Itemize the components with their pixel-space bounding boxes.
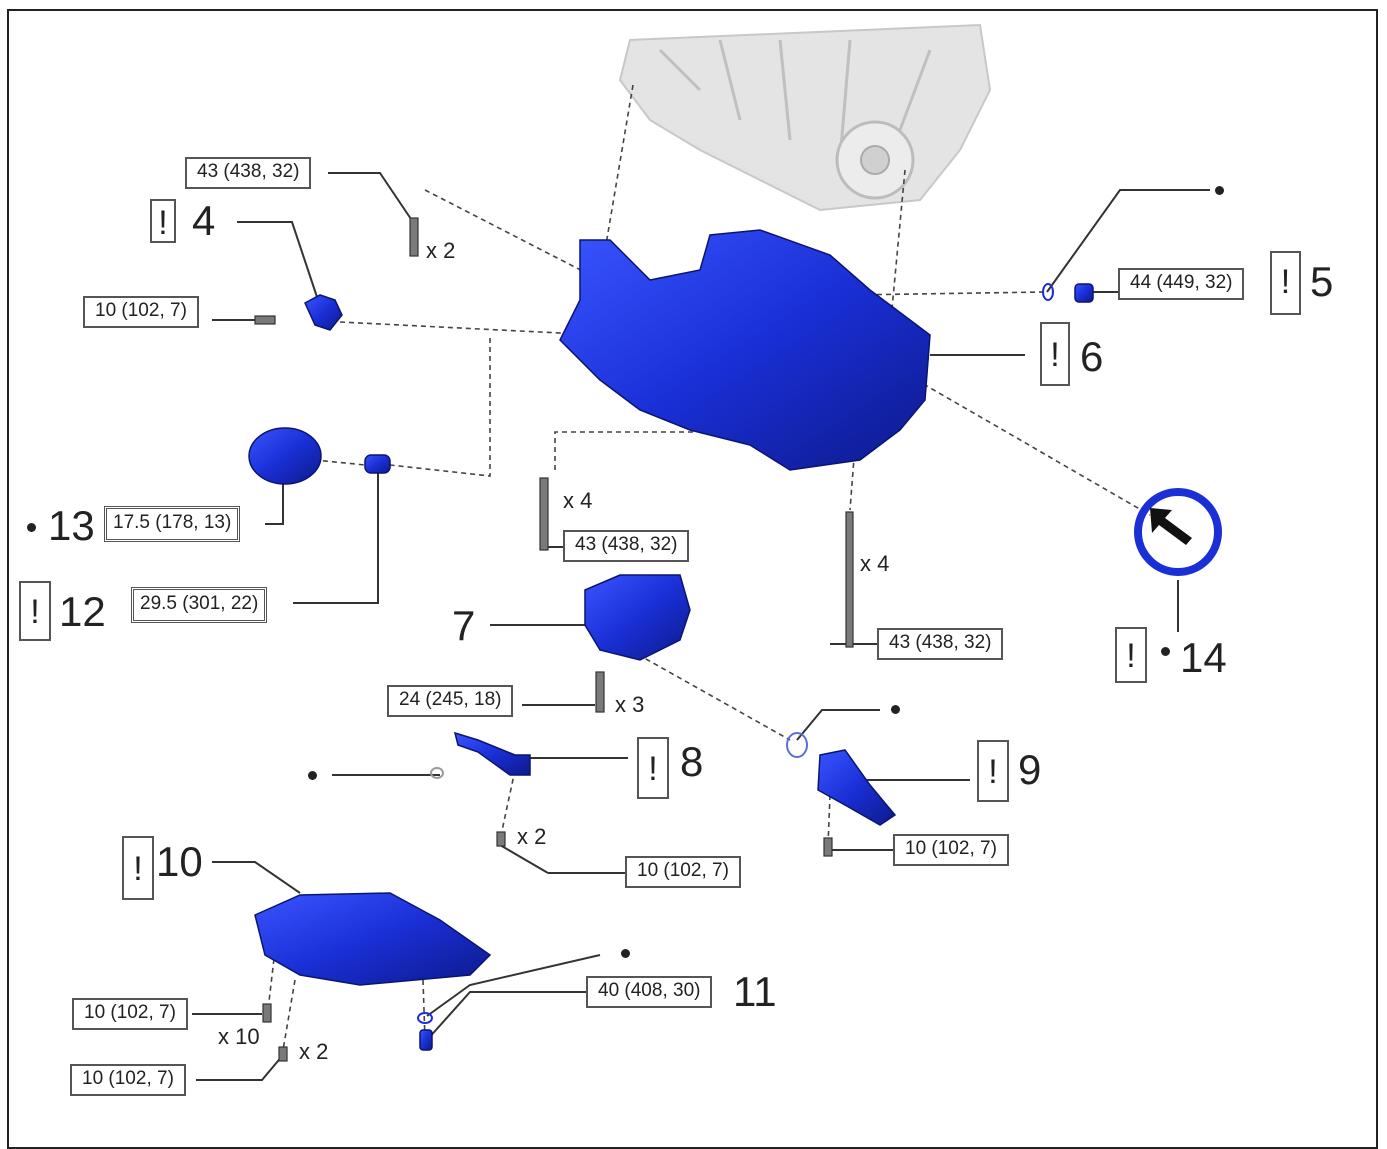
part-number-9: 9 bbox=[1018, 746, 1042, 793]
oil-seal-icon bbox=[1134, 488, 1222, 576]
bullet-dot-icon bbox=[308, 771, 317, 780]
torque-label: 10 (102, 7) bbox=[893, 834, 1009, 866]
torque-label: 10 (102, 7) bbox=[72, 998, 188, 1030]
attention-icon: ! bbox=[1270, 251, 1301, 315]
o-ring-icon bbox=[786, 732, 808, 758]
oil-pump-icon bbox=[584, 574, 691, 661]
bolt-icon bbox=[823, 837, 833, 857]
bolt-icon bbox=[278, 1046, 288, 1062]
direction-arrow-icon bbox=[1150, 508, 1192, 545]
bullet-dot-icon bbox=[621, 949, 630, 958]
torque-label: 24 (245, 18) bbox=[387, 685, 514, 717]
attention-icon: ! bbox=[19, 581, 51, 641]
torque-label: 44 (449, 32) bbox=[1118, 268, 1245, 300]
quantity-marker: x 10 bbox=[218, 1024, 260, 1049]
torque-label: 43 (438, 32) bbox=[877, 628, 1004, 660]
o-ring-icon bbox=[1042, 283, 1054, 301]
attention-icon: ! bbox=[637, 737, 669, 799]
crankcase-housing-icon bbox=[559, 229, 931, 471]
bullet-dot-icon bbox=[27, 523, 36, 532]
engine-block-illustration bbox=[618, 23, 992, 212]
part-number-5: 5 bbox=[1310, 258, 1334, 305]
callout-lines bbox=[192, 172, 1210, 1081]
bolt-icon bbox=[539, 477, 549, 551]
plug-icon bbox=[1074, 283, 1094, 303]
bolt-icon bbox=[595, 671, 605, 713]
strainer-icon bbox=[817, 749, 897, 826]
torque-label: 43 (438, 32) bbox=[185, 157, 312, 189]
part-number-10: 10 bbox=[156, 838, 203, 885]
quantity-marker: x 3 bbox=[615, 692, 645, 717]
bolt-icon bbox=[845, 511, 854, 648]
attention-icon: ! bbox=[122, 836, 154, 900]
union-bolt-icon bbox=[364, 454, 391, 474]
attention-icon: ! bbox=[977, 740, 1009, 802]
o-ring-icon bbox=[430, 767, 444, 779]
torque-label: 10 (102, 7) bbox=[83, 296, 199, 328]
quantity-marker: x 2 bbox=[517, 824, 547, 849]
bolt-icon bbox=[496, 831, 506, 847]
part-number-13: 13 bbox=[48, 502, 95, 549]
attention-icon: ! bbox=[1115, 627, 1147, 683]
part-number-8: 8 bbox=[680, 738, 704, 785]
part-number-14: 14 bbox=[1180, 634, 1227, 681]
torque-label: 40 (408, 30) bbox=[586, 976, 713, 1008]
quantity-marker: x 4 bbox=[563, 488, 593, 513]
gasket-icon bbox=[417, 1012, 433, 1024]
bolt-icon bbox=[254, 315, 276, 325]
torque-label: 10 (102, 7) bbox=[625, 856, 741, 888]
bullet-dot-icon bbox=[1215, 186, 1224, 195]
attention-icon: ! bbox=[150, 199, 176, 243]
bullet-dot-icon bbox=[891, 705, 900, 714]
part-number-7: 7 bbox=[452, 602, 476, 649]
part-number-4: 4 bbox=[192, 197, 216, 244]
bolts bbox=[254, 217, 854, 1062]
quantity-marker: x 2 bbox=[299, 1039, 329, 1064]
blue-parts bbox=[248, 229, 1094, 1051]
oil-pan-icon bbox=[254, 892, 492, 986]
seals bbox=[417, 283, 1222, 1024]
sensor-icon bbox=[453, 731, 531, 776]
quantity-marker: x 2 bbox=[426, 238, 456, 263]
bolt-icon bbox=[262, 1003, 272, 1023]
bolt-icon bbox=[409, 217, 419, 257]
torque-label: 43 (438, 32) bbox=[563, 530, 690, 562]
attention-icon: ! bbox=[1040, 322, 1070, 386]
oil-filter-icon bbox=[248, 427, 322, 485]
bracket-icon bbox=[304, 294, 343, 331]
quantity-marker: x 4 bbox=[860, 551, 890, 576]
diagram-frame bbox=[7, 9, 1378, 1149]
part-number-12: 12 bbox=[59, 588, 106, 635]
torque-label: 10 (102, 7) bbox=[70, 1064, 186, 1096]
torque-label: 17.5 (178, 13) bbox=[104, 506, 241, 542]
part-number-6: 6 bbox=[1080, 333, 1104, 380]
bullet-dot-icon bbox=[1161, 647, 1170, 656]
torque-label: 29.5 (301, 22) bbox=[131, 587, 268, 623]
drain-plug-icon bbox=[419, 1029, 433, 1051]
part-number-11: 11 bbox=[733, 968, 777, 1015]
